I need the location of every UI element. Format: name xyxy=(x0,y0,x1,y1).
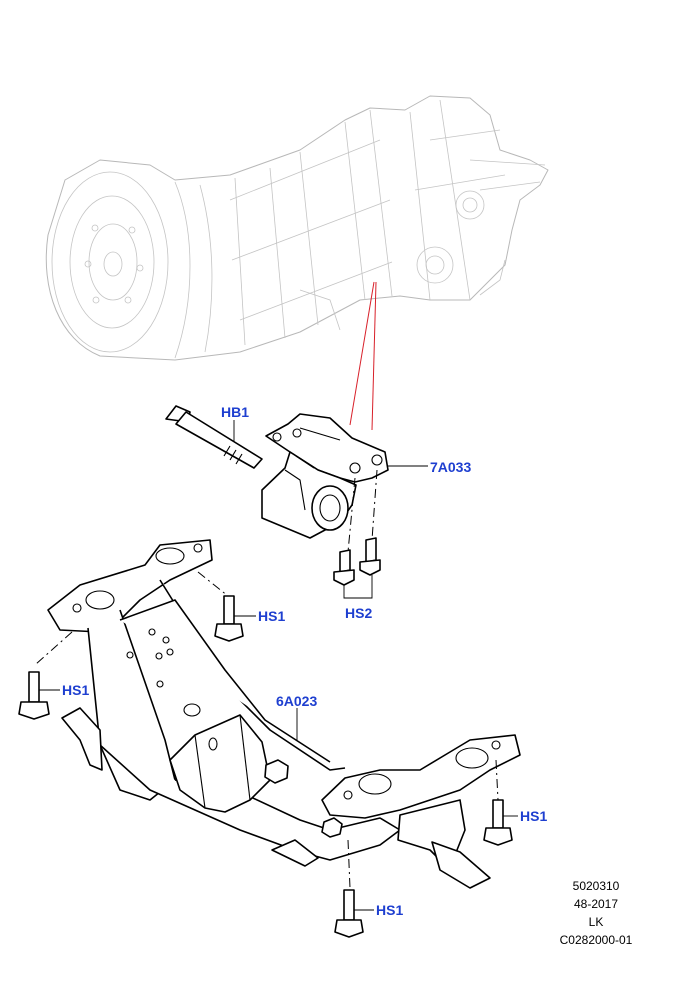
transmission-mount xyxy=(261,413,389,539)
alignment-line xyxy=(349,281,375,426)
hs1-bolt-bottom xyxy=(334,889,364,938)
hs2-bracket xyxy=(343,575,373,599)
alignment-line xyxy=(371,469,378,541)
alignment-line xyxy=(35,631,73,665)
drawing-code: C0282000-01 xyxy=(560,933,633,947)
callout-hs2: HS2 xyxy=(345,605,372,621)
drawing-model: LK xyxy=(589,915,604,929)
callout-hs1-upper: HS1 xyxy=(258,608,285,624)
callout-7a033: 7A033 xyxy=(430,459,471,475)
drawing-date: 48-2017 xyxy=(574,897,618,911)
callout-6a023: 6A023 xyxy=(276,693,317,709)
callout-hs1-right: HS1 xyxy=(520,808,547,824)
alignment-line xyxy=(347,839,351,889)
callout-hb1: HB1 xyxy=(221,404,249,420)
alignment-line xyxy=(347,477,356,553)
drawing-reference: 5020310 48-2017 LK C0282000-01 xyxy=(560,879,633,947)
transmission-assembly xyxy=(45,95,549,361)
alignment-line xyxy=(197,571,229,597)
alignment-line xyxy=(371,281,377,431)
crossmember xyxy=(47,539,521,889)
hs1-bolt-upper xyxy=(214,595,244,642)
drawing-number: 5020310 xyxy=(573,879,620,893)
alignment-line xyxy=(495,759,499,801)
hs2-bolts xyxy=(333,537,381,586)
hb1-bolt xyxy=(165,405,263,469)
callout-hs1-bottom: HS1 xyxy=(376,902,403,918)
hs1-bolt-right xyxy=(483,799,513,846)
hs1-bolt-left xyxy=(18,671,50,720)
callout-hs1-left: HS1 xyxy=(62,682,89,698)
